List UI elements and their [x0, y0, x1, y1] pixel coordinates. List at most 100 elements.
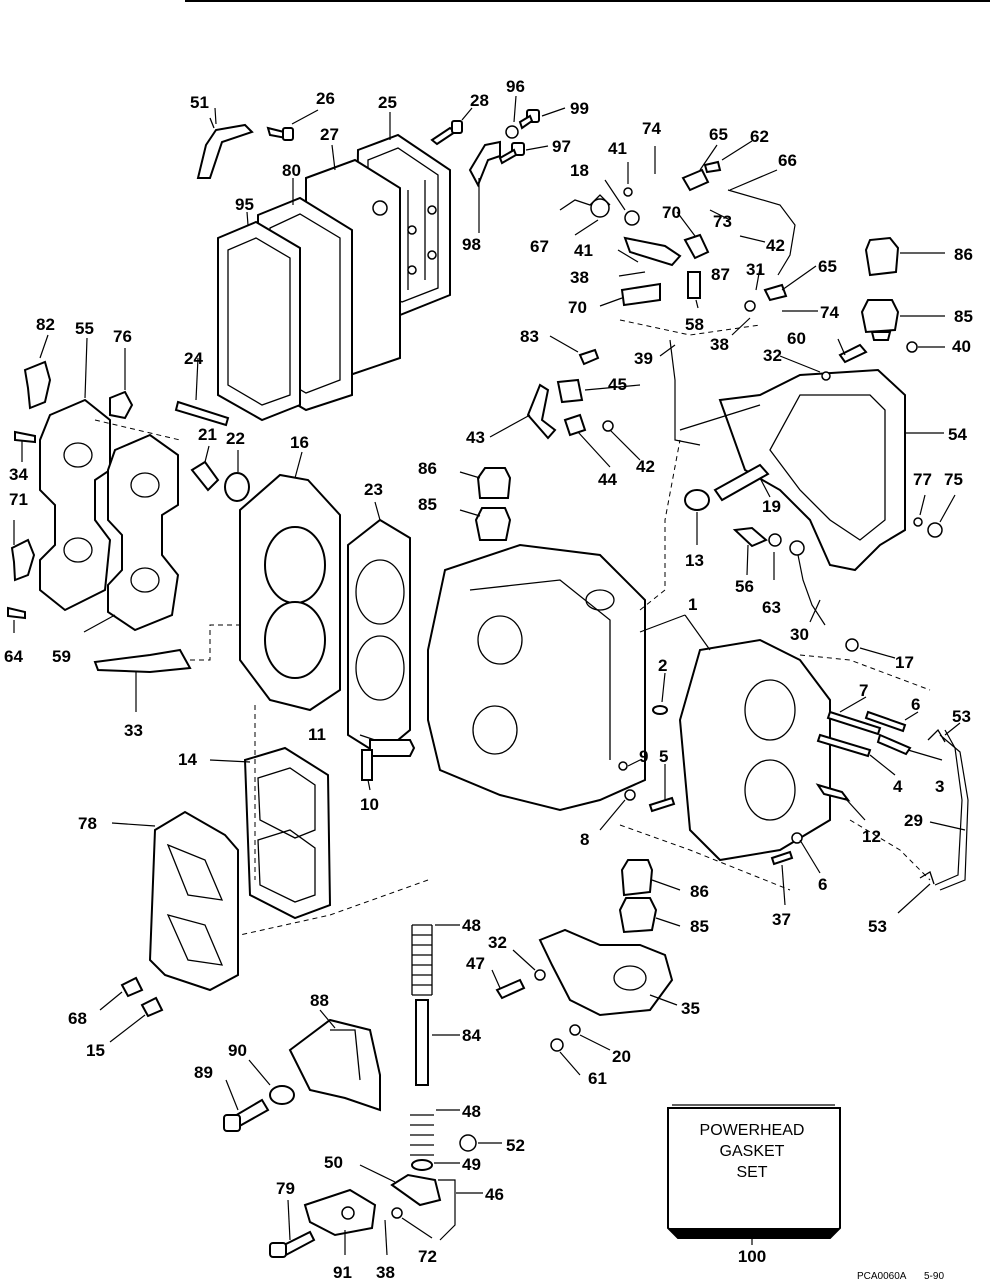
crankcase-half	[678, 638, 831, 862]
shaft-19	[713, 463, 770, 502]
washer-6b	[791, 832, 803, 844]
clamp-91	[303, 1188, 377, 1237]
spring-67	[559, 194, 611, 218]
callout-38c: 38	[376, 1263, 395, 1282]
callout-75: 75	[944, 470, 963, 489]
callout-37: 37	[772, 910, 791, 929]
callout-71: 71	[9, 490, 28, 509]
callout-65: 65	[709, 125, 728, 144]
callout-78: 78	[78, 814, 97, 833]
screw-64	[7, 606, 26, 620]
bolt-6	[864, 710, 907, 733]
lever-43	[526, 383, 557, 440]
gasket-14	[243, 746, 332, 920]
callout-32: 32	[763, 346, 782, 365]
gasket-59	[107, 433, 180, 632]
callout-64: 64	[4, 647, 23, 666]
clip-65b	[763, 283, 788, 302]
callout-34: 34	[9, 465, 28, 484]
gasket-set-label: POWERHEAD GASKET SET 100	[700, 1122, 805, 1266]
callout-54: 54	[948, 425, 967, 444]
washer-77	[913, 517, 923, 527]
valve-84	[415, 999, 429, 1086]
footer: PCA0060A 5-90	[857, 1271, 944, 1282]
callout-3: 3	[935, 777, 944, 796]
elbow-50	[390, 1173, 442, 1207]
callout-23: 23	[364, 480, 383, 499]
callout-21: 21	[198, 425, 217, 444]
washer-72	[391, 1207, 403, 1219]
callout-86b: 86	[418, 459, 437, 478]
hose-51	[196, 117, 254, 179]
callout-83: 83	[520, 327, 539, 346]
seat-49	[411, 1159, 433, 1171]
nut-75	[927, 522, 943, 538]
bracket-35	[538, 928, 674, 1017]
plate-55	[39, 398, 112, 612]
callout-10: 10	[360, 795, 379, 814]
thermostat-21	[190, 460, 220, 492]
callout-46: 46	[485, 1185, 504, 1204]
callout-4: 4	[893, 777, 903, 796]
callout-29: 29	[904, 811, 923, 830]
callout-77: 77	[913, 470, 932, 489]
dowel-10	[361, 749, 373, 781]
leader-lines	[13, 95, 966, 1256]
callout-84: 84	[462, 1026, 481, 1045]
callout-47: 47	[466, 954, 485, 973]
plate-27-hole	[372, 200, 388, 216]
callout-61: 61	[588, 1069, 607, 1088]
callout-76: 76	[113, 327, 132, 346]
gasket-set-line2: GASKET	[720, 1143, 785, 1160]
callout-45: 45	[608, 375, 627, 394]
callout-53: 53	[952, 707, 971, 726]
screw-62	[703, 160, 722, 174]
washer-17	[845, 638, 859, 652]
callout-80: 80	[282, 161, 301, 180]
pin-58	[687, 271, 701, 299]
footer-code: PCA0060A	[857, 1271, 907, 1282]
gasket-set-line3: SET	[736, 1164, 767, 1181]
ground-lead-30	[796, 549, 826, 626]
callout-42b: 42	[636, 457, 655, 476]
callout-5: 5	[659, 747, 668, 766]
spring-48b	[410, 1114, 434, 1156]
mount-85b	[474, 507, 512, 541]
gasket-set-box	[667, 1104, 841, 1239]
callout-30: 30	[790, 625, 809, 644]
callout-9: 9	[639, 747, 648, 766]
callout-55: 55	[75, 319, 94, 338]
callout-52: 52	[506, 1136, 525, 1155]
washer-40	[906, 341, 918, 353]
callout-73: 73	[713, 212, 732, 231]
bolt-56	[732, 526, 768, 548]
clip-82	[23, 360, 52, 410]
bolt-12	[815, 783, 851, 802]
callout-68: 68	[68, 1009, 87, 1028]
dowel-11	[369, 739, 416, 757]
callout-42: 42	[766, 236, 785, 255]
callout-38b: 38	[710, 335, 729, 354]
head-gasket-23	[347, 518, 411, 757]
callout-79: 79	[276, 1179, 295, 1198]
top-rule	[185, 0, 990, 2]
callout-72: 72	[418, 1247, 437, 1266]
hose-29	[939, 734, 969, 891]
lever-70	[623, 233, 710, 267]
callout-96: 96	[506, 77, 525, 96]
screw-15	[140, 996, 164, 1018]
callout-8: 8	[580, 830, 589, 849]
callout-48b: 48	[462, 1102, 481, 1121]
screw-97	[498, 142, 525, 165]
callout-58: 58	[685, 315, 704, 334]
spring-76	[109, 390, 134, 420]
screw-47	[495, 978, 526, 1000]
callout-2: 2	[658, 656, 667, 675]
bracket-88	[288, 1018, 381, 1112]
callout-85: 85	[954, 307, 973, 326]
hose-46	[438, 1179, 456, 1241]
gasket-set-line1: POWERHEAD	[700, 1122, 805, 1139]
ball-13	[684, 489, 710, 511]
mount-85	[860, 299, 900, 341]
